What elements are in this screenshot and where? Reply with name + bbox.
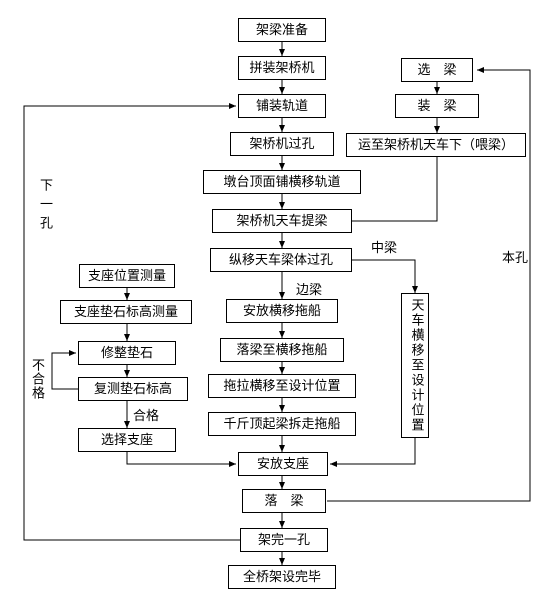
arrow-crane-to-bearing bbox=[330, 438, 416, 467]
step-jack-remove-sled: 千斤顶起梁拆走拖船 bbox=[208, 412, 356, 436]
step-trim-pad: 修整垫石 bbox=[78, 341, 176, 365]
step-install-bearing: 安放支座 bbox=[238, 452, 328, 476]
label-middle-beam: 中梁 bbox=[371, 241, 398, 256]
step-bearing-survey: 支座位置测量 bbox=[79, 264, 175, 288]
label-next-span: 下一孔 bbox=[37, 178, 52, 235]
step-pier-track: 墩台顶面铺横移轨道 bbox=[203, 170, 361, 194]
step-span-done: 架完一孔 bbox=[240, 528, 328, 552]
step-lay-track: 铺装轨道 bbox=[238, 94, 326, 118]
arrow-transport-to-lift bbox=[330, 157, 438, 224]
step-load-beam: 装 梁 bbox=[395, 94, 479, 118]
loop-fail bbox=[51, 350, 78, 390]
label-this-span: 本孔 bbox=[502, 251, 529, 266]
step-drop-onto-sled: 落梁至横移拖船 bbox=[220, 338, 344, 362]
label-pass: 合格 bbox=[133, 409, 160, 424]
step-drop-beam: 落 梁 bbox=[242, 489, 326, 513]
step-crane-transverse-move: 天车横移至设计位置 bbox=[401, 293, 429, 438]
step-drag-to-position: 拖拉横移至设计位置 bbox=[208, 374, 356, 398]
step-select-beam: 选 梁 bbox=[401, 58, 473, 82]
label-fail: 不合格 bbox=[29, 358, 44, 400]
loop-next-span bbox=[23, 103, 240, 541]
step-bridge-done: 全桥架设完毕 bbox=[228, 565, 336, 589]
arrow-middle-beam-branch bbox=[352, 259, 418, 293]
label-edge-beam: 边梁 bbox=[296, 283, 323, 298]
step-assemble-machine: 拼装架桥机 bbox=[238, 56, 326, 80]
step-prepare: 架梁准备 bbox=[238, 18, 326, 42]
loop-this-span bbox=[327, 67, 531, 502]
step-choose-bearing: 选择支座 bbox=[78, 428, 176, 452]
step-pad-elevation-survey: 支座垫石标高测量 bbox=[60, 300, 192, 324]
step-longitudinal-move: 纵移天车梁体过孔 bbox=[210, 248, 352, 272]
step-lift-beam: 架桥机天车提梁 bbox=[212, 209, 352, 233]
step-place-transverse-sled: 安放横移拖船 bbox=[226, 299, 338, 323]
step-recheck-pad: 复测垫石标高 bbox=[78, 377, 188, 401]
step-machine-cross: 架桥机过孔 bbox=[230, 132, 334, 156]
step-transport-beam: 运至架桥机天车下（喂梁） bbox=[346, 133, 526, 157]
arrow-choose-to-bearing bbox=[126, 452, 236, 467]
